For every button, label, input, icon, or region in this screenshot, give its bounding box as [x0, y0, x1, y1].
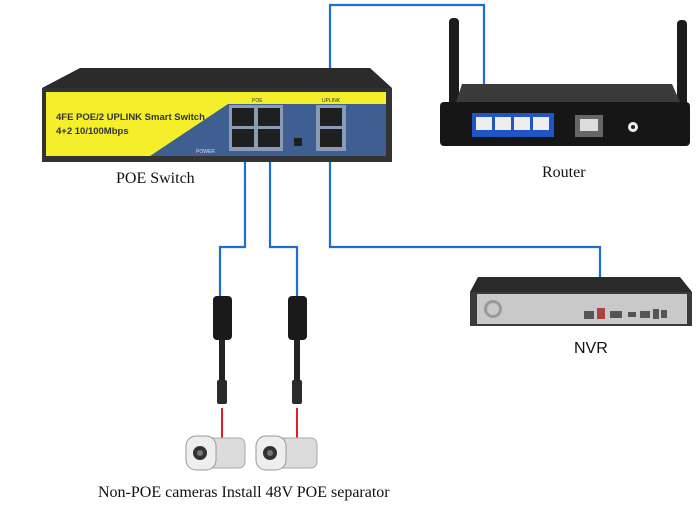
uplink-port-label: UPLINK: [322, 98, 341, 104]
cable-switch-camera2: [268, 155, 299, 296]
power-label: POWER: [196, 149, 215, 155]
switch-panel-line2: 4+2 10/100Mbps: [56, 126, 129, 137]
camera-2: [255, 435, 318, 471]
cameras-label: Non-POE cameras Install 48V POE separato…: [98, 484, 390, 501]
cable-switch-camera1: [218, 155, 247, 296]
router: [440, 18, 690, 146]
poe-port-label: POE: [252, 98, 263, 104]
camera-1: [185, 435, 246, 471]
nvr: [470, 277, 692, 326]
nvr-label: NVR: [574, 340, 608, 357]
switch-panel-line1: 4FE POE/2 UPLINK Smart Switch: [56, 112, 205, 123]
switch-label: POE Switch: [116, 170, 195, 187]
cable-switch-nvr: [328, 155, 602, 305]
poe-separator-2: [288, 296, 307, 438]
poe-separator-1: [213, 296, 232, 438]
poe-switch: 4FE POE/2 UPLINK Smart Switch 4+2 10/100…: [42, 68, 392, 162]
router-label: Router: [542, 164, 586, 181]
cable-switch-router: [328, 3, 486, 112]
